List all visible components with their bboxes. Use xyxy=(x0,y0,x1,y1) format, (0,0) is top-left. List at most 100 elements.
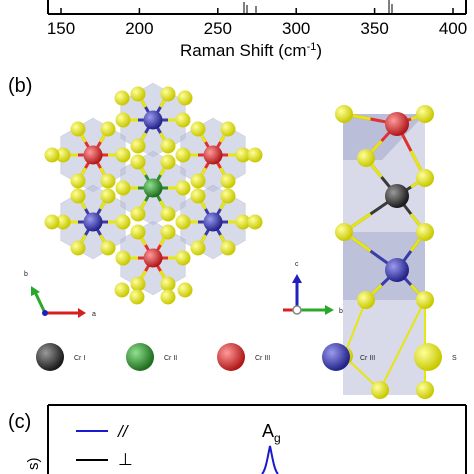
sulfur-atom xyxy=(130,138,146,154)
sulfur-atom xyxy=(175,147,191,163)
sulfur-atom xyxy=(160,138,176,154)
sulfur-atom xyxy=(114,282,130,298)
sulfur-atom xyxy=(190,121,206,137)
sulfur-atom xyxy=(247,214,263,230)
axis-origin xyxy=(292,305,302,315)
panel-a-x-tick-label: 150 xyxy=(47,19,75,38)
sulfur-atom xyxy=(220,188,236,204)
sulfur-atom xyxy=(190,240,206,256)
sulfur-atom xyxy=(235,214,251,230)
sulfur-atom xyxy=(100,240,116,256)
sulfur-atom xyxy=(220,173,236,189)
panel-a-axis: 150 200 250 300 350 400 Raman Shift (cm-1) xyxy=(47,0,467,60)
bond xyxy=(343,299,367,357)
sulfur-atom xyxy=(70,240,86,256)
sulfur-atom xyxy=(70,188,86,204)
sulfur-atom xyxy=(100,121,116,137)
sulfur-atom xyxy=(416,381,434,399)
sulfur-atom xyxy=(130,86,146,102)
legend-parallel-label: // xyxy=(117,422,130,441)
sulfur-atom xyxy=(357,149,375,167)
sulfur-atom xyxy=(335,223,353,241)
panel-c-plot: s) // ⊥ Ag xyxy=(25,404,467,474)
side-polyhedra-bg xyxy=(343,114,425,395)
cr3-blue-atom xyxy=(143,110,163,130)
sulfur-atom xyxy=(160,206,176,222)
sulfur-atom xyxy=(160,289,176,305)
axis-a-label: a xyxy=(92,311,96,318)
sulfur-legend-label: S xyxy=(452,355,457,362)
crystal-side-view xyxy=(335,105,434,399)
sulfur-atom xyxy=(130,206,146,222)
panel-a-x-tick-label: 200 xyxy=(125,19,153,38)
panel-a-x-label: Raman Shift (cm-1) xyxy=(180,41,322,60)
bond xyxy=(379,299,426,391)
sulfur-atom xyxy=(175,112,191,128)
cr3-red-legend-label: Cr III xyxy=(255,355,270,362)
axis-b-arrowhead xyxy=(31,286,40,296)
cr3-blue-legend-label: Cr III xyxy=(360,355,375,362)
sulfur-atom xyxy=(416,105,434,123)
sulfur-atom xyxy=(160,154,176,170)
sulfur-atom xyxy=(416,291,434,309)
legend-perp-label: ⊥ xyxy=(118,450,133,469)
sulfur-atom xyxy=(190,188,206,204)
panel-a-x-tick-label: 250 xyxy=(204,19,232,38)
sulfur-atom xyxy=(160,224,176,240)
sulfur-atom xyxy=(100,173,116,189)
sulfur-atom xyxy=(115,250,131,266)
sulfur-atom xyxy=(160,86,176,102)
axis-b-arrow xyxy=(33,291,47,314)
sulfur-atom xyxy=(177,90,193,106)
sulfur-atom xyxy=(115,214,131,230)
sulfur-atom xyxy=(247,147,263,163)
sulfur-atom xyxy=(175,250,191,266)
sulfur-atom xyxy=(44,147,60,163)
cr3-red-atom xyxy=(83,145,103,165)
sulfur-atom xyxy=(55,147,71,163)
atoms-layer xyxy=(44,86,263,305)
sulfur-atom xyxy=(115,147,131,163)
sulfur-legend-swatch xyxy=(414,343,442,371)
cr3-red-atom xyxy=(203,145,223,165)
axis-b-label: b xyxy=(24,271,28,278)
panel-a-x-tick-label: 400 xyxy=(439,19,467,38)
side-polyhedra-face xyxy=(343,232,425,300)
sulfur-atom xyxy=(70,121,86,137)
axis-c-label: c xyxy=(295,261,299,268)
sulfur-atom xyxy=(44,214,60,230)
crystal-top-view xyxy=(44,82,263,305)
sulfur-atom xyxy=(55,214,71,230)
sulfur-atom xyxy=(100,188,116,204)
cr1-legend-label: Cr I xyxy=(74,355,85,362)
sulfur-atom xyxy=(220,240,236,256)
cr3-red-legend-swatch xyxy=(217,343,245,371)
cr2-legend-label: Cr II xyxy=(164,355,177,362)
sulfur-atom xyxy=(70,173,86,189)
panel-b-label: (b) xyxy=(8,75,32,97)
sulfur-atom xyxy=(371,381,389,399)
sulfur-atom xyxy=(177,282,193,298)
sulfur-atom xyxy=(175,214,191,230)
panel-a-x-tick-label: 300 xyxy=(282,19,310,38)
cr2-legend-swatch xyxy=(126,343,154,371)
axis-b2-arrowhead xyxy=(325,305,334,315)
cr3-blue-legend-swatch xyxy=(322,343,350,371)
panel-c-y-label: s) xyxy=(25,458,42,471)
cr1-legend-swatch xyxy=(36,343,64,371)
sulfur-atom xyxy=(220,121,236,137)
sulfur-atom xyxy=(114,90,130,106)
axis-origin xyxy=(42,310,48,316)
sulfur-atom xyxy=(130,224,146,240)
panel-a-x-tick-label: 350 xyxy=(360,19,388,38)
cr2-atom xyxy=(143,178,163,198)
axis-indicator-ab: b a xyxy=(24,271,96,318)
sulfur-atom xyxy=(416,169,434,187)
axis-a-arrowhead xyxy=(78,308,86,318)
sulfur-atom xyxy=(115,112,131,128)
cr3-blue-atom xyxy=(203,212,223,232)
peak-label: Ag xyxy=(262,421,281,445)
atom-legend: Cr I Cr II Cr III Cr III S xyxy=(36,343,457,371)
sulfur-atom xyxy=(235,147,251,163)
